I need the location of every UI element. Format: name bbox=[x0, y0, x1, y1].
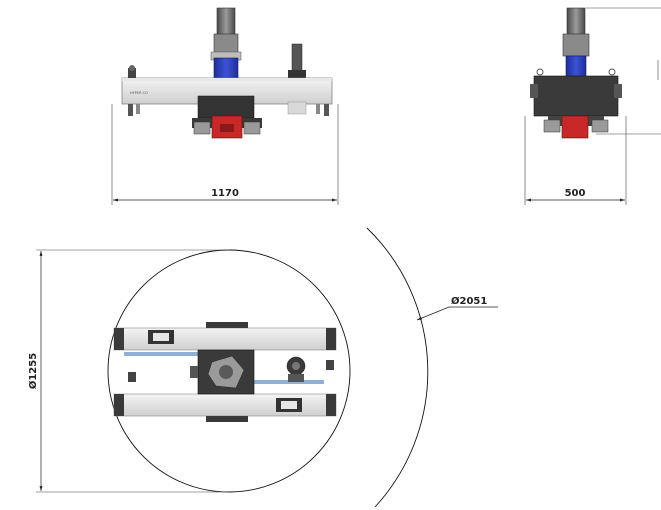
dimension-side-width: 500 bbox=[565, 188, 586, 199]
rotation-arc bbox=[366, 227, 429, 508]
nameplate-text: HYPER CO bbox=[130, 91, 148, 95]
dimension-rotation-diameter: Ø2051 bbox=[451, 295, 487, 307]
top-view: Ø1255 Ø2051 bbox=[27, 227, 498, 508]
side-view: 500 bbox=[524, 7, 661, 205]
dimension-frame-diameter: Ø1255 bbox=[27, 353, 39, 389]
dimension-front-width: 1170 bbox=[211, 188, 239, 199]
front-view: HYPER CO 1170 bbox=[111, 7, 339, 205]
